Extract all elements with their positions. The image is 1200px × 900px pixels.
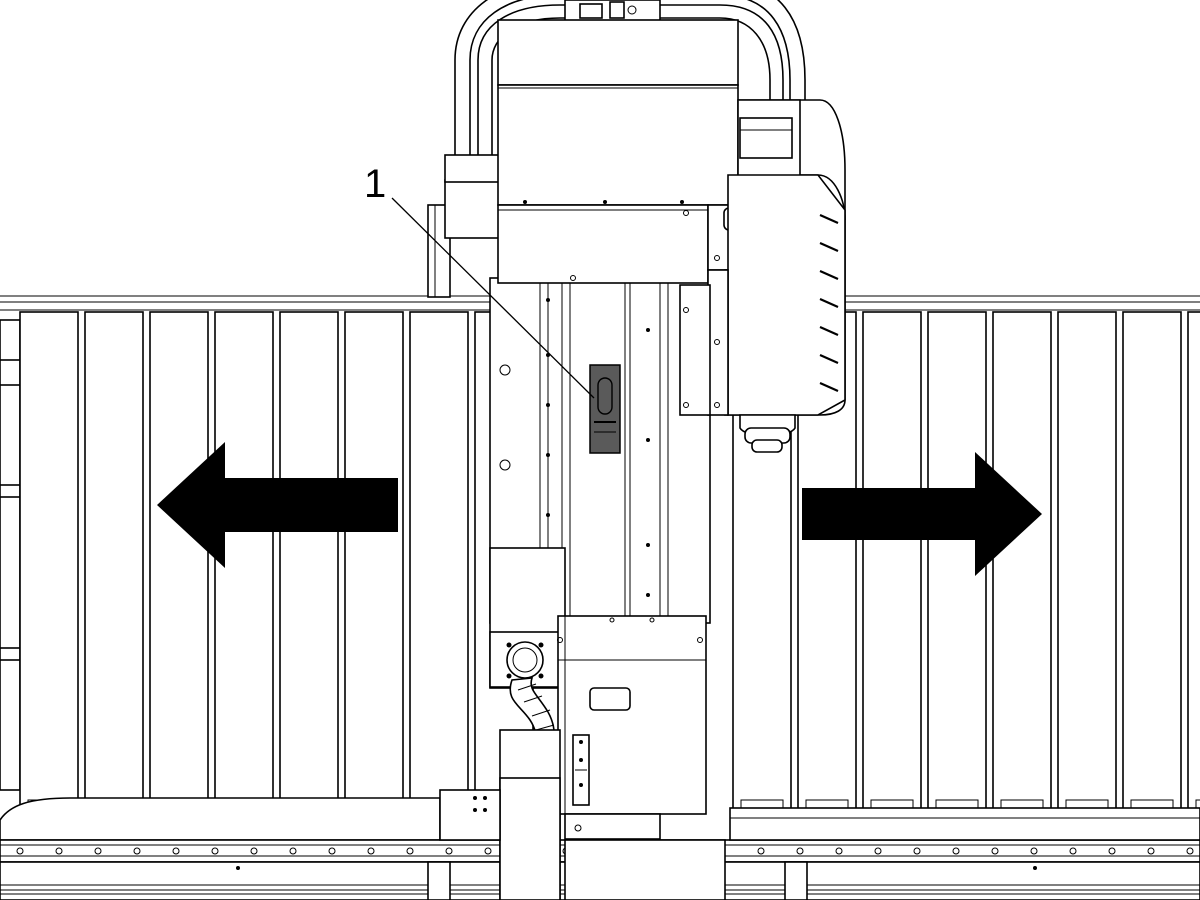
rail-bolt	[211, 847, 219, 855]
vent-slot	[819, 381, 839, 393]
slat	[862, 311, 922, 811]
slat	[1187, 311, 1200, 811]
rail-bolt	[445, 847, 453, 855]
rail-bolt	[991, 847, 999, 855]
slat	[19, 311, 79, 811]
slat	[84, 311, 144, 811]
rail-bolt	[757, 847, 765, 855]
slat	[409, 311, 469, 811]
rail-bolt	[406, 847, 414, 855]
rail-bolt	[1069, 847, 1077, 855]
slat	[1122, 311, 1182, 811]
rail-bolt	[172, 847, 180, 855]
rail-bolt	[835, 847, 843, 855]
rail-bolt	[16, 847, 24, 855]
rail-bolt	[1030, 847, 1038, 855]
arrow-right-icon	[802, 452, 1042, 576]
sensor-window	[589, 364, 621, 454]
rail-bolt	[133, 847, 141, 855]
spindle-motor	[679, 99, 846, 453]
rail-bolt	[94, 847, 102, 855]
vent-slot	[819, 241, 839, 253]
vent-slot	[819, 213, 839, 225]
rail-bolt	[484, 847, 492, 855]
arrow-left-icon	[157, 442, 398, 568]
slat-foot	[1195, 799, 1200, 811]
rail-bolt	[328, 847, 336, 855]
rail-bolt	[1033, 866, 1037, 870]
callout-number: 1	[364, 162, 387, 206]
lower-housing	[439, 615, 726, 900]
rail-bolt	[289, 847, 297, 855]
rail-bolt	[952, 847, 960, 855]
rail-bolt	[1108, 847, 1116, 855]
motor-vents	[819, 213, 839, 393]
slat	[344, 311, 404, 811]
slat	[992, 311, 1052, 811]
rail-bolt	[250, 847, 258, 855]
rail-bolt	[913, 847, 921, 855]
rail-bolt	[1147, 847, 1155, 855]
vent-slot	[819, 325, 839, 337]
slat	[279, 311, 339, 811]
callout-leader	[391, 197, 595, 399]
vent-slot	[819, 353, 839, 365]
rail-bolt	[367, 847, 375, 855]
vent-slot	[819, 269, 839, 281]
vent-slot	[819, 297, 839, 309]
slat	[1057, 311, 1117, 811]
slat	[149, 311, 209, 811]
rail-bolt	[55, 847, 63, 855]
rail-bolt	[236, 866, 240, 870]
rail-bolt	[874, 847, 882, 855]
head-housing	[497, 19, 739, 284]
rail-bolt	[796, 847, 804, 855]
rail-bolt	[1186, 847, 1194, 855]
